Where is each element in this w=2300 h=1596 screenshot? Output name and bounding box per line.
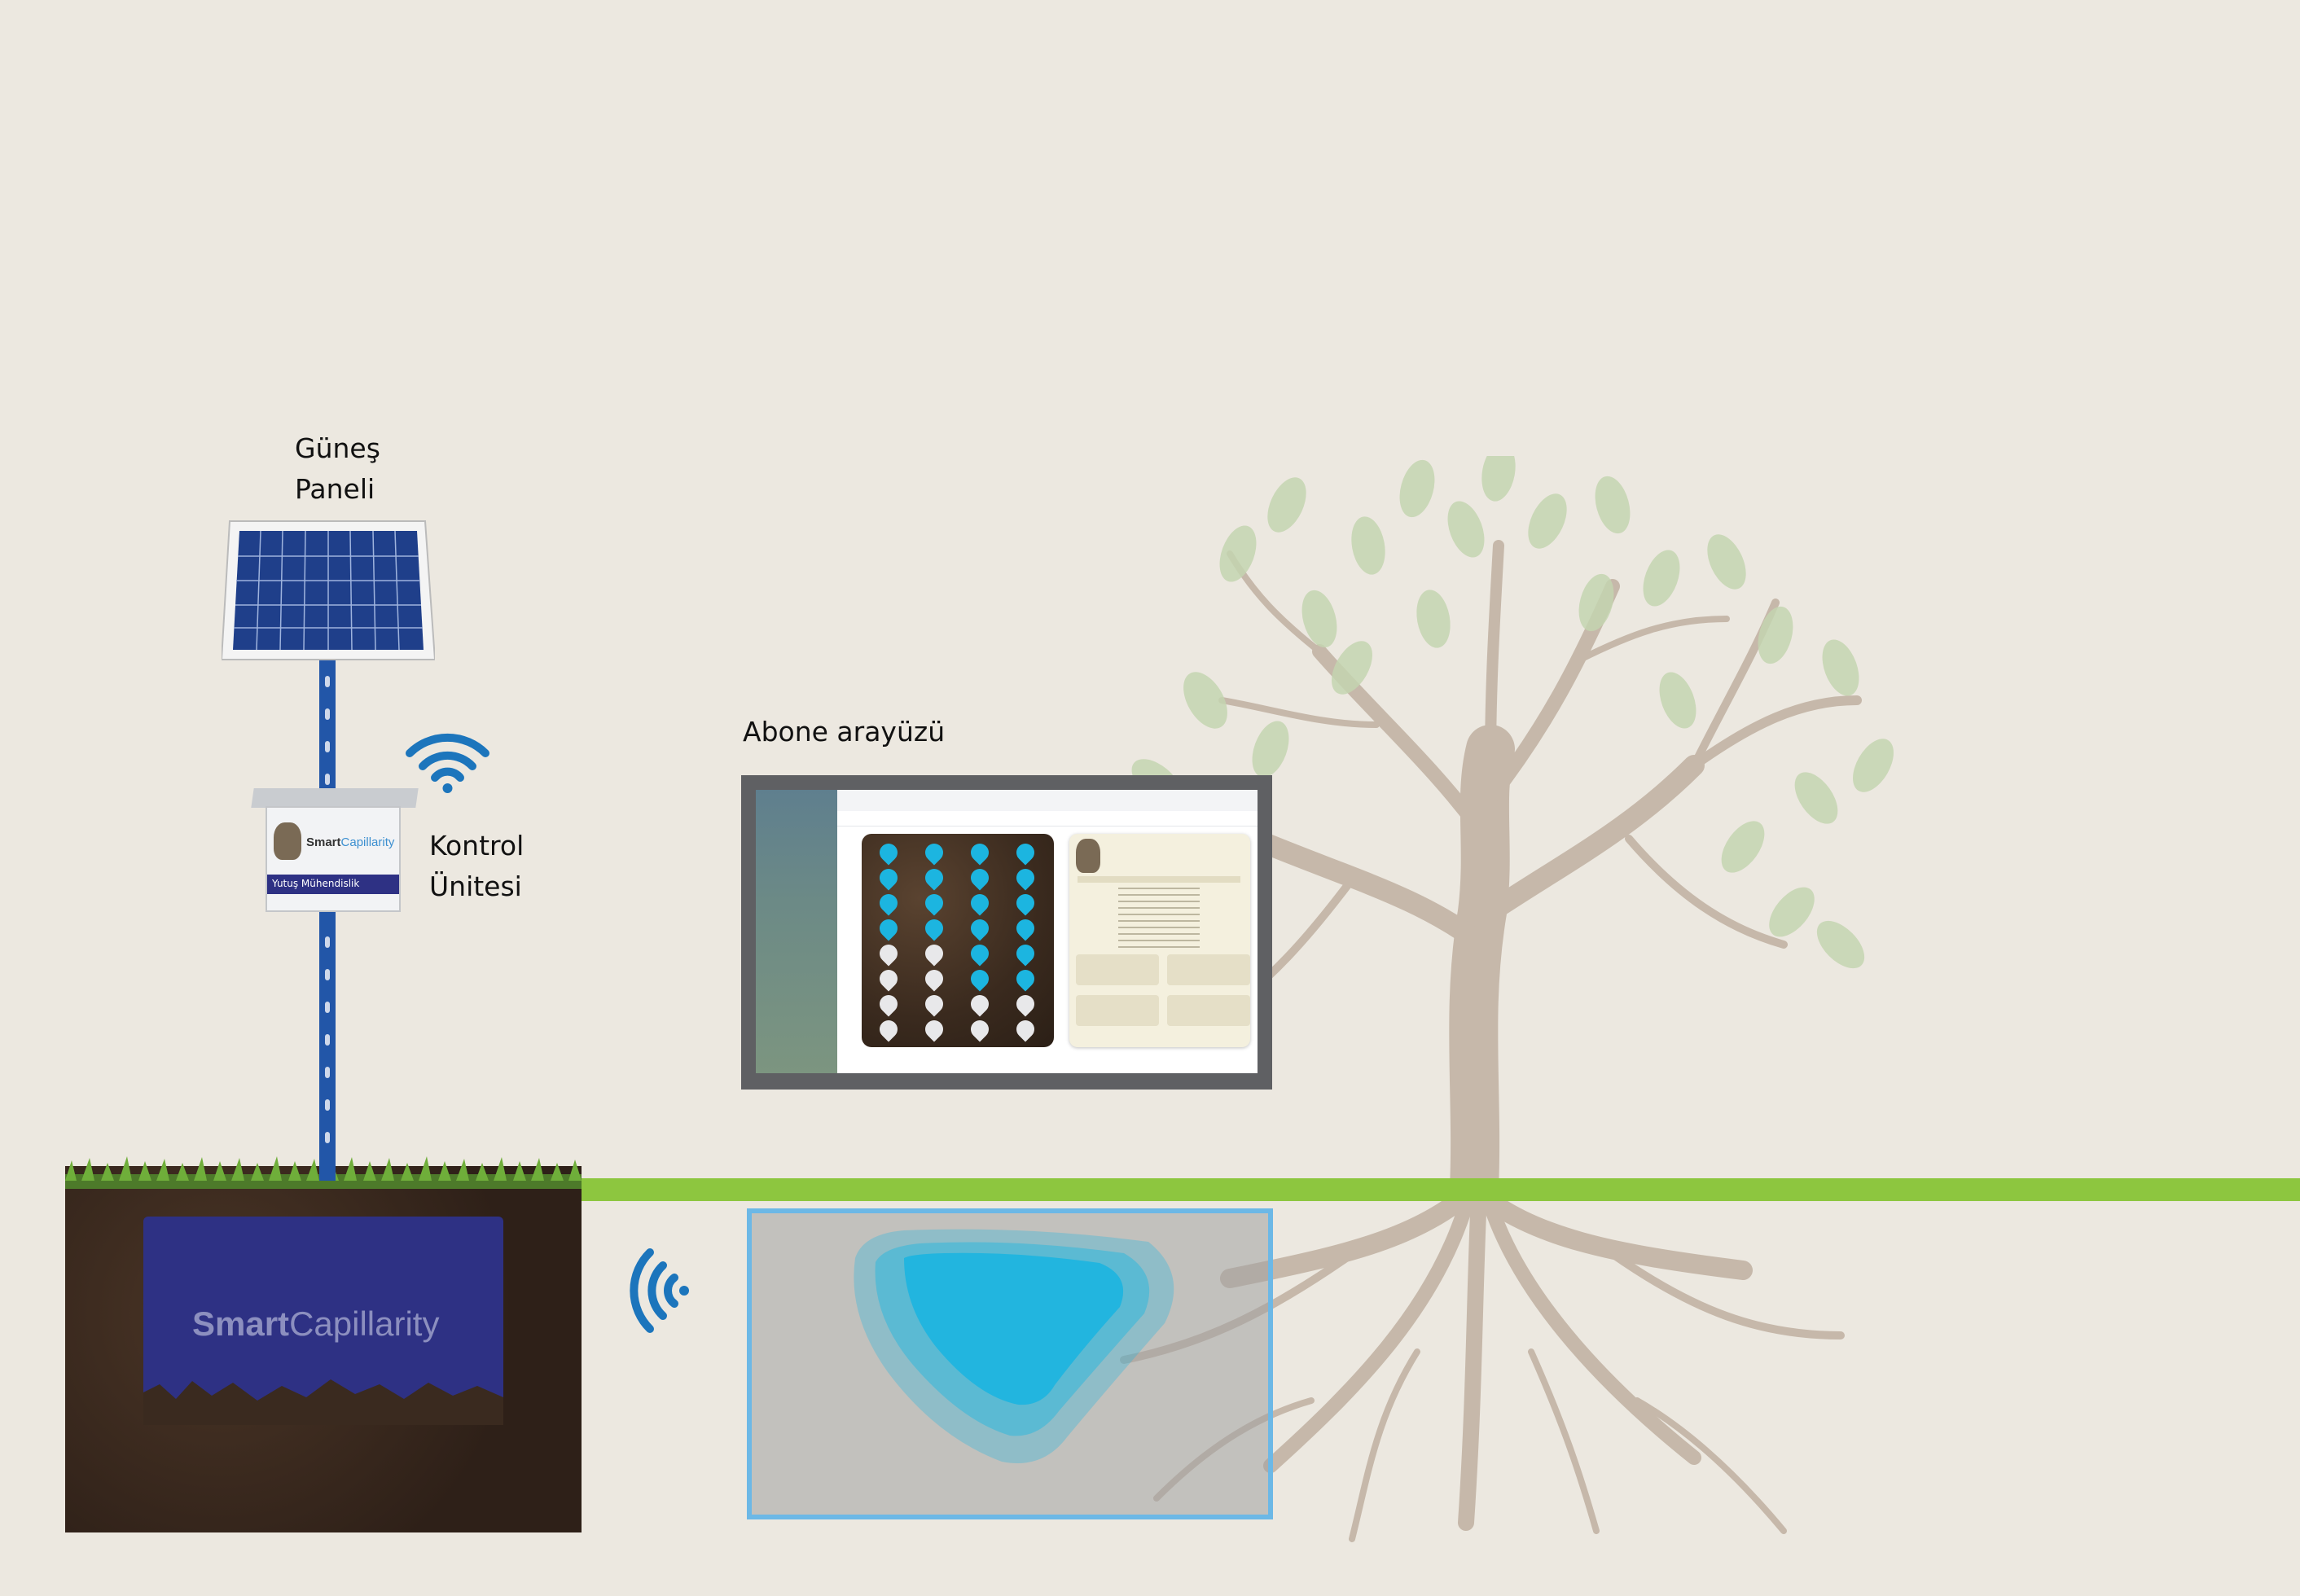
control-unit-label: Kontrol Ünitesi	[429, 830, 525, 902]
maker-label: Yutuş Mühendislik	[272, 878, 360, 889]
dashboard-topbar	[837, 790, 1258, 812]
sensor-drop-icon	[921, 840, 947, 866]
sensor-drop-icon	[876, 840, 902, 866]
sensor-drop-icon	[1012, 840, 1038, 866]
sensor-drop-icon	[1012, 940, 1038, 967]
wifi-icon	[406, 733, 489, 793]
panel-button-4	[1167, 995, 1250, 1026]
sensor-drop-icon	[967, 940, 993, 967]
sensor-drop-icon	[921, 890, 947, 916]
panel-button-2	[1167, 954, 1250, 985]
wireless-signal-icon	[630, 1248, 689, 1333]
mascot-icon	[274, 822, 301, 860]
sensor-drop-icon	[876, 865, 902, 891]
soil-overlay-edge	[143, 1379, 503, 1425]
sensor-drop-icon	[1012, 890, 1038, 916]
sensor-drop-icon	[1012, 915, 1038, 941]
control-unit-box: SmartCapillarity Yutuş Mühendislik	[266, 806, 401, 912]
ground-line	[580, 1178, 2300, 1201]
sensor-drop-icon	[921, 1016, 947, 1042]
control-unit-brand: SmartCapillarity	[306, 835, 395, 849]
panel-button-1	[1076, 954, 1159, 985]
sensor-drop-icon	[921, 966, 947, 992]
panel-mascot-icon	[1076, 839, 1100, 873]
sensor-drop-icon	[876, 966, 902, 992]
underground-sensor-box: SmartCapillarity	[143, 1217, 503, 1410]
subscriber-dashboard-screenshot	[741, 775, 1272, 1090]
sensor-drop-icon	[876, 940, 902, 967]
sensor-drop-icon	[967, 1016, 993, 1042]
sensor-drop-icon	[967, 865, 993, 891]
sensor-drop-icon	[967, 991, 993, 1017]
sensor-drop-icon	[921, 915, 947, 941]
sensor-drop-icon	[1012, 991, 1038, 1017]
water-spread-illustration	[854, 1229, 1174, 1463]
dashboard-screen	[756, 790, 1258, 1073]
sensor-brand-label: SmartCapillarity	[192, 1304, 440, 1343]
sensor-drop-icon	[876, 1016, 902, 1042]
panel-text-block	[1118, 888, 1200, 949]
sensor-drop-icon	[921, 865, 947, 891]
sensor-drop-icon	[1012, 966, 1038, 992]
sensor-drop-icon	[876, 890, 902, 916]
control-unit-stripe: Yutuş Mühendislik	[267, 875, 399, 894]
sensor-drop-icon	[876, 915, 902, 941]
solar-panel-label: Güneş Paneli	[295, 432, 380, 505]
panel-button-3	[1076, 995, 1159, 1026]
subscriber-ui-label: Abone arayüzü	[743, 716, 946, 748]
sensor-drop-icon	[967, 840, 993, 866]
dashboard-info-panel	[1069, 834, 1250, 1047]
mounting-pole	[319, 651, 336, 1181]
sensor-drop-icon	[876, 991, 902, 1017]
grass-strip	[65, 1156, 582, 1189]
sensor-drop-icon	[1012, 865, 1038, 891]
sensor-drop-icon	[921, 940, 947, 967]
control-unit-lid	[251, 788, 419, 808]
sensor-drop-icon	[921, 991, 947, 1017]
sensor-drop-icon	[967, 966, 993, 992]
panel-divider	[1078, 876, 1240, 883]
sensor-drop-icon	[1012, 1016, 1038, 1042]
solar-panel	[222, 520, 435, 660]
tree-illustration	[1120, 456, 1894, 1542]
pole-holes	[325, 676, 330, 1143]
sensor-drop-grid	[862, 834, 1054, 1047]
dashboard-sidebar	[756, 790, 837, 1073]
dashboard-tabs	[837, 811, 1258, 826]
sensor-drop-icon	[967, 915, 993, 941]
sensor-drop-icon	[967, 890, 993, 916]
